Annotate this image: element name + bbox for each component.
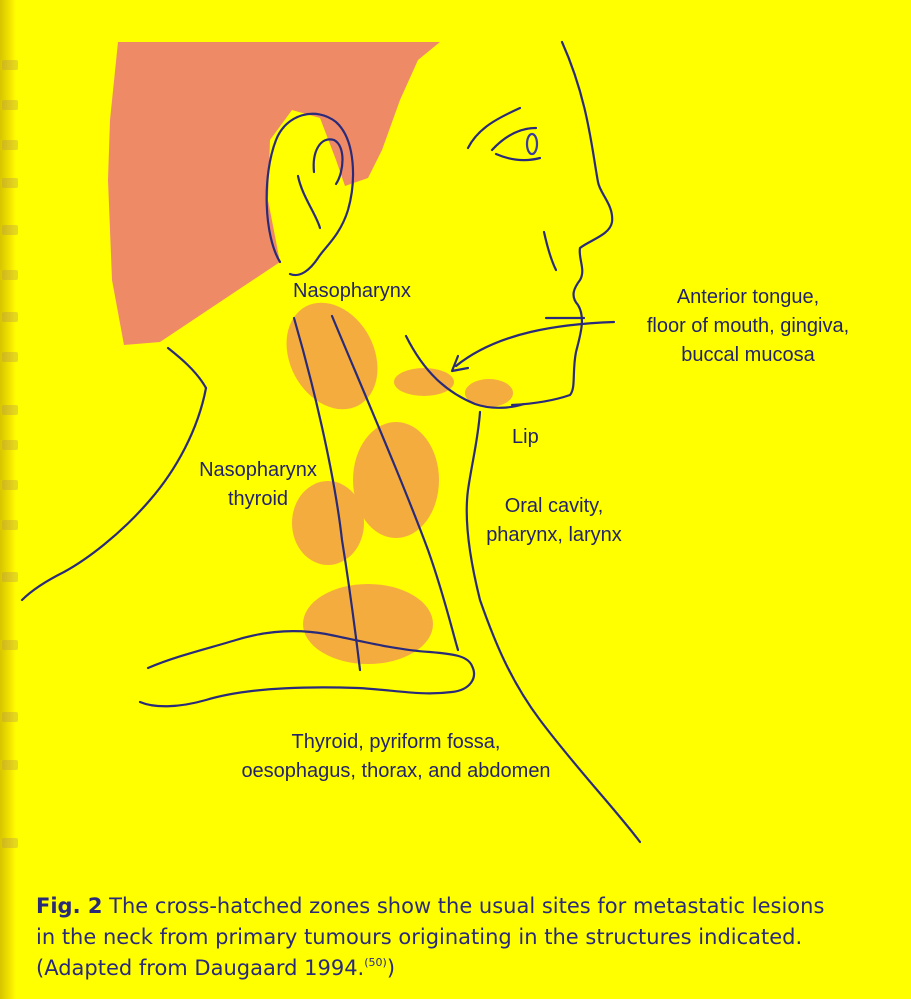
label-nasopharynx: Nasopharynx [293,277,411,306]
label-nasopharynx-thyroid-line2: thyroid [199,485,317,514]
caption-line3-prefix: (Adapted from Daugaard 1994. [36,956,364,980]
cheek-line [544,232,556,270]
label-thyroid-line1: Thyroid, pyriform fossa, [241,728,550,757]
caption-line3-suffix: ) [387,956,395,980]
label-lip: Lip [512,423,539,452]
caption-reference-superscript: (50) [364,956,387,969]
label-oral-cavity-line1: Oral cavity, [486,492,622,521]
eye-iris [527,134,537,154]
lesion-zone-submandibular [394,368,454,396]
facial-profile-line [512,42,612,405]
caption-figure-number: Fig. 2 [36,894,102,918]
label-anterior-tongue-line2: floor of mouth, gingiva, [647,312,849,341]
caption-line1-text: The cross-hatched zones show the usual s… [109,894,824,918]
label-nasopharynx-thyroid: Nasopharynx thyroid [199,456,317,514]
caption-line-1: Fig. 2 The cross-hatched zones show the … [36,891,906,922]
lesion-zone-supraclavicular [303,584,433,664]
eye-brow-line [468,108,520,148]
occiput-line [168,348,206,388]
label-thyroid-line2: oesophagus, thorax, and abdomen [241,757,550,786]
label-anterior-tongue: Anterior tongue, floor of mouth, gingiva… [647,283,849,370]
pointer-arrow-line [456,322,614,366]
caption-line-3: (Adapted from Daugaard 1994.(50)) [36,953,906,987]
label-anterior-tongue-line3: buccal mucosa [647,341,849,370]
label-oral-cavity-line2: pharynx, larynx [486,521,622,550]
back-neck-line [22,388,206,600]
lesion-zone-mid-jugular [353,422,439,538]
ear-detail [298,176,320,228]
figure-caption: Fig. 2 The cross-hatched zones show the … [36,891,906,987]
label-anterior-tongue-line1: Anterior tongue, [647,283,849,312]
caption-line-2: in the neck from primary tumours origina… [36,922,906,953]
eye-upper-lid [492,128,536,150]
label-nasopharynx-thyroid-line1: Nasopharynx [199,456,317,485]
label-thyroid-pyriform: Thyroid, pyriform fossa, oesophagus, tho… [241,728,550,786]
lesion-zone-upper-jugular [269,287,396,425]
label-oral-cavity: Oral cavity, pharynx, larynx [486,492,622,550]
eye-lower-lid [496,154,540,160]
